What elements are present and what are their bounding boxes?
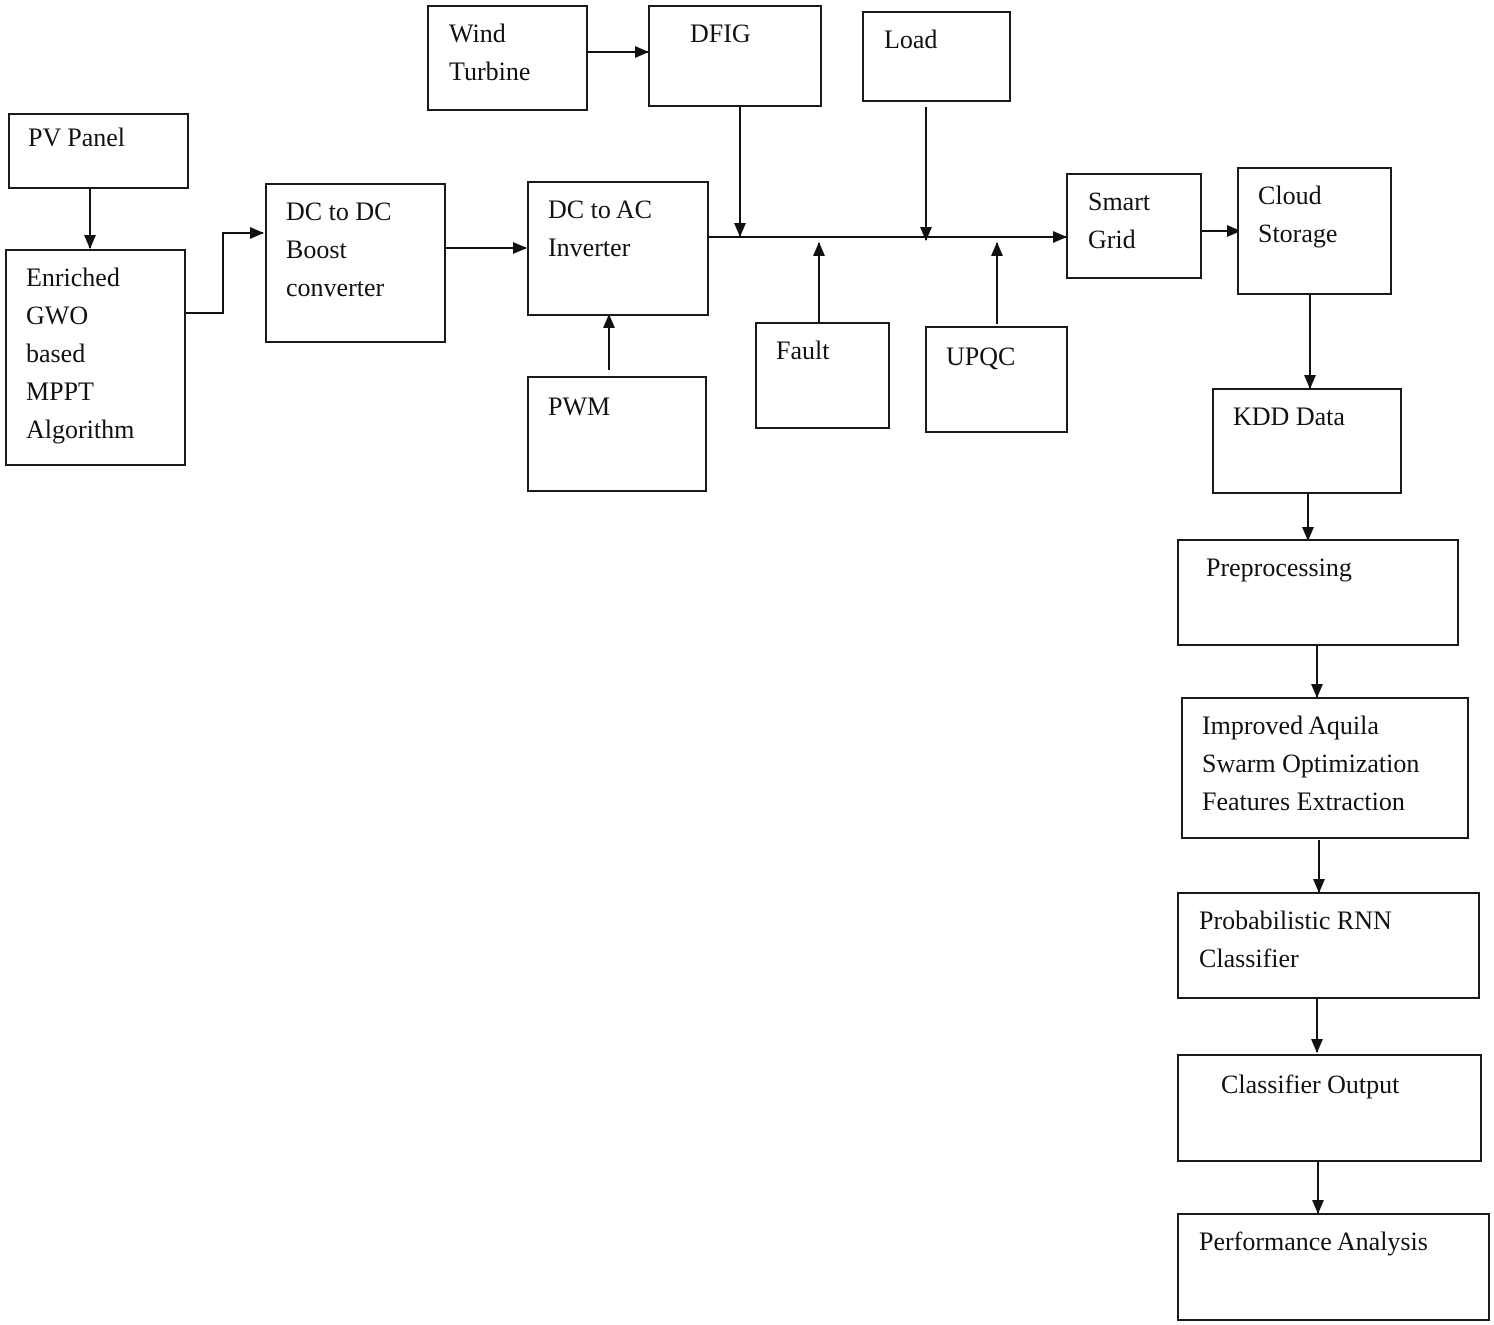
rnn-label-line-2: Classifier: [1199, 944, 1299, 973]
cloud-storage-box: Cloud Storage: [1237, 167, 1392, 295]
performance-analysis-box: Performance Analysis: [1177, 1213, 1490, 1321]
pv-panel-box: PV Panel: [8, 113, 189, 189]
inverter-label-line-1: DC to AC: [548, 195, 653, 224]
wind-label-line-2: Turbine: [449, 57, 531, 86]
gwo-label-line-5: Algorithm: [26, 415, 135, 444]
inverter-box: DC to AC Inverter: [527, 181, 709, 316]
load-label: Load: [884, 25, 938, 54]
pv-panel-label: PV Panel: [28, 123, 126, 152]
kdd-label: KDD Data: [1233, 402, 1345, 431]
aquila-label-line-3: Features Extraction: [1202, 787, 1405, 816]
fault-box: Fault: [755, 322, 890, 429]
gwo-label-line-1: Enriched: [26, 263, 120, 292]
aquila-label-line-1: Improved Aquila: [1202, 711, 1379, 740]
dfig-box: DFIG: [648, 5, 822, 107]
smart-grid-box: Smart Grid: [1066, 173, 1202, 279]
load-box: Load: [862, 11, 1011, 102]
aquila-label-line-2: Swarm Optimization: [1202, 749, 1420, 778]
gwo-mppt-box: Enriched GWO based MPPT Algorithm: [5, 249, 186, 466]
gwo-label-line-2: GWO: [26, 301, 89, 330]
boost-converter-box: DC to DC Boost converter: [265, 183, 446, 343]
dfig-label: DFIG: [690, 19, 751, 48]
arrow-gwo-to-boost: [185, 227, 264, 314]
gwo-label-line-4: MPPT: [26, 377, 94, 406]
classifier-output-label: Classifier Output: [1221, 1070, 1400, 1099]
upqc-box: UPQC: [925, 326, 1068, 433]
smart-grid-label-line-2: Grid: [1088, 225, 1136, 254]
wind-turbine-box: Wind Turbine: [427, 5, 588, 111]
wind-label-line-1: Wind: [449, 19, 506, 48]
smart-grid-label-line-1: Smart: [1088, 187, 1151, 216]
kdd-data-box: KDD Data: [1212, 388, 1402, 494]
preprocessing-box: Preprocessing: [1177, 539, 1459, 646]
fault-label: Fault: [776, 336, 830, 365]
upqc-label: UPQC: [946, 342, 1016, 371]
boost-label-line-1: DC to DC: [286, 197, 392, 226]
cloud-label-line-1: Cloud: [1258, 181, 1322, 210]
boost-label-line-2: Boost: [286, 235, 347, 264]
preprocessing-label: Preprocessing: [1206, 553, 1352, 582]
inverter-label-line-2: Inverter: [548, 233, 631, 262]
rnn-label-line-1: Probabilistic RNN: [1199, 906, 1392, 935]
pwm-label: PWM: [548, 392, 611, 421]
performance-label: Performance Analysis: [1199, 1227, 1428, 1256]
pwm-box: PWM: [527, 376, 707, 492]
gwo-label-line-3: based: [26, 339, 86, 368]
boost-label-line-3: converter: [286, 273, 385, 302]
cloud-label-line-2: Storage: [1258, 219, 1338, 248]
aquila-optimization-box: Improved Aquila Swarm Optimization Featu…: [1181, 697, 1469, 839]
classifier-output-box: Classifier Output: [1177, 1054, 1482, 1162]
rnn-classifier-box: Probabilistic RNN Classifier: [1177, 892, 1480, 999]
